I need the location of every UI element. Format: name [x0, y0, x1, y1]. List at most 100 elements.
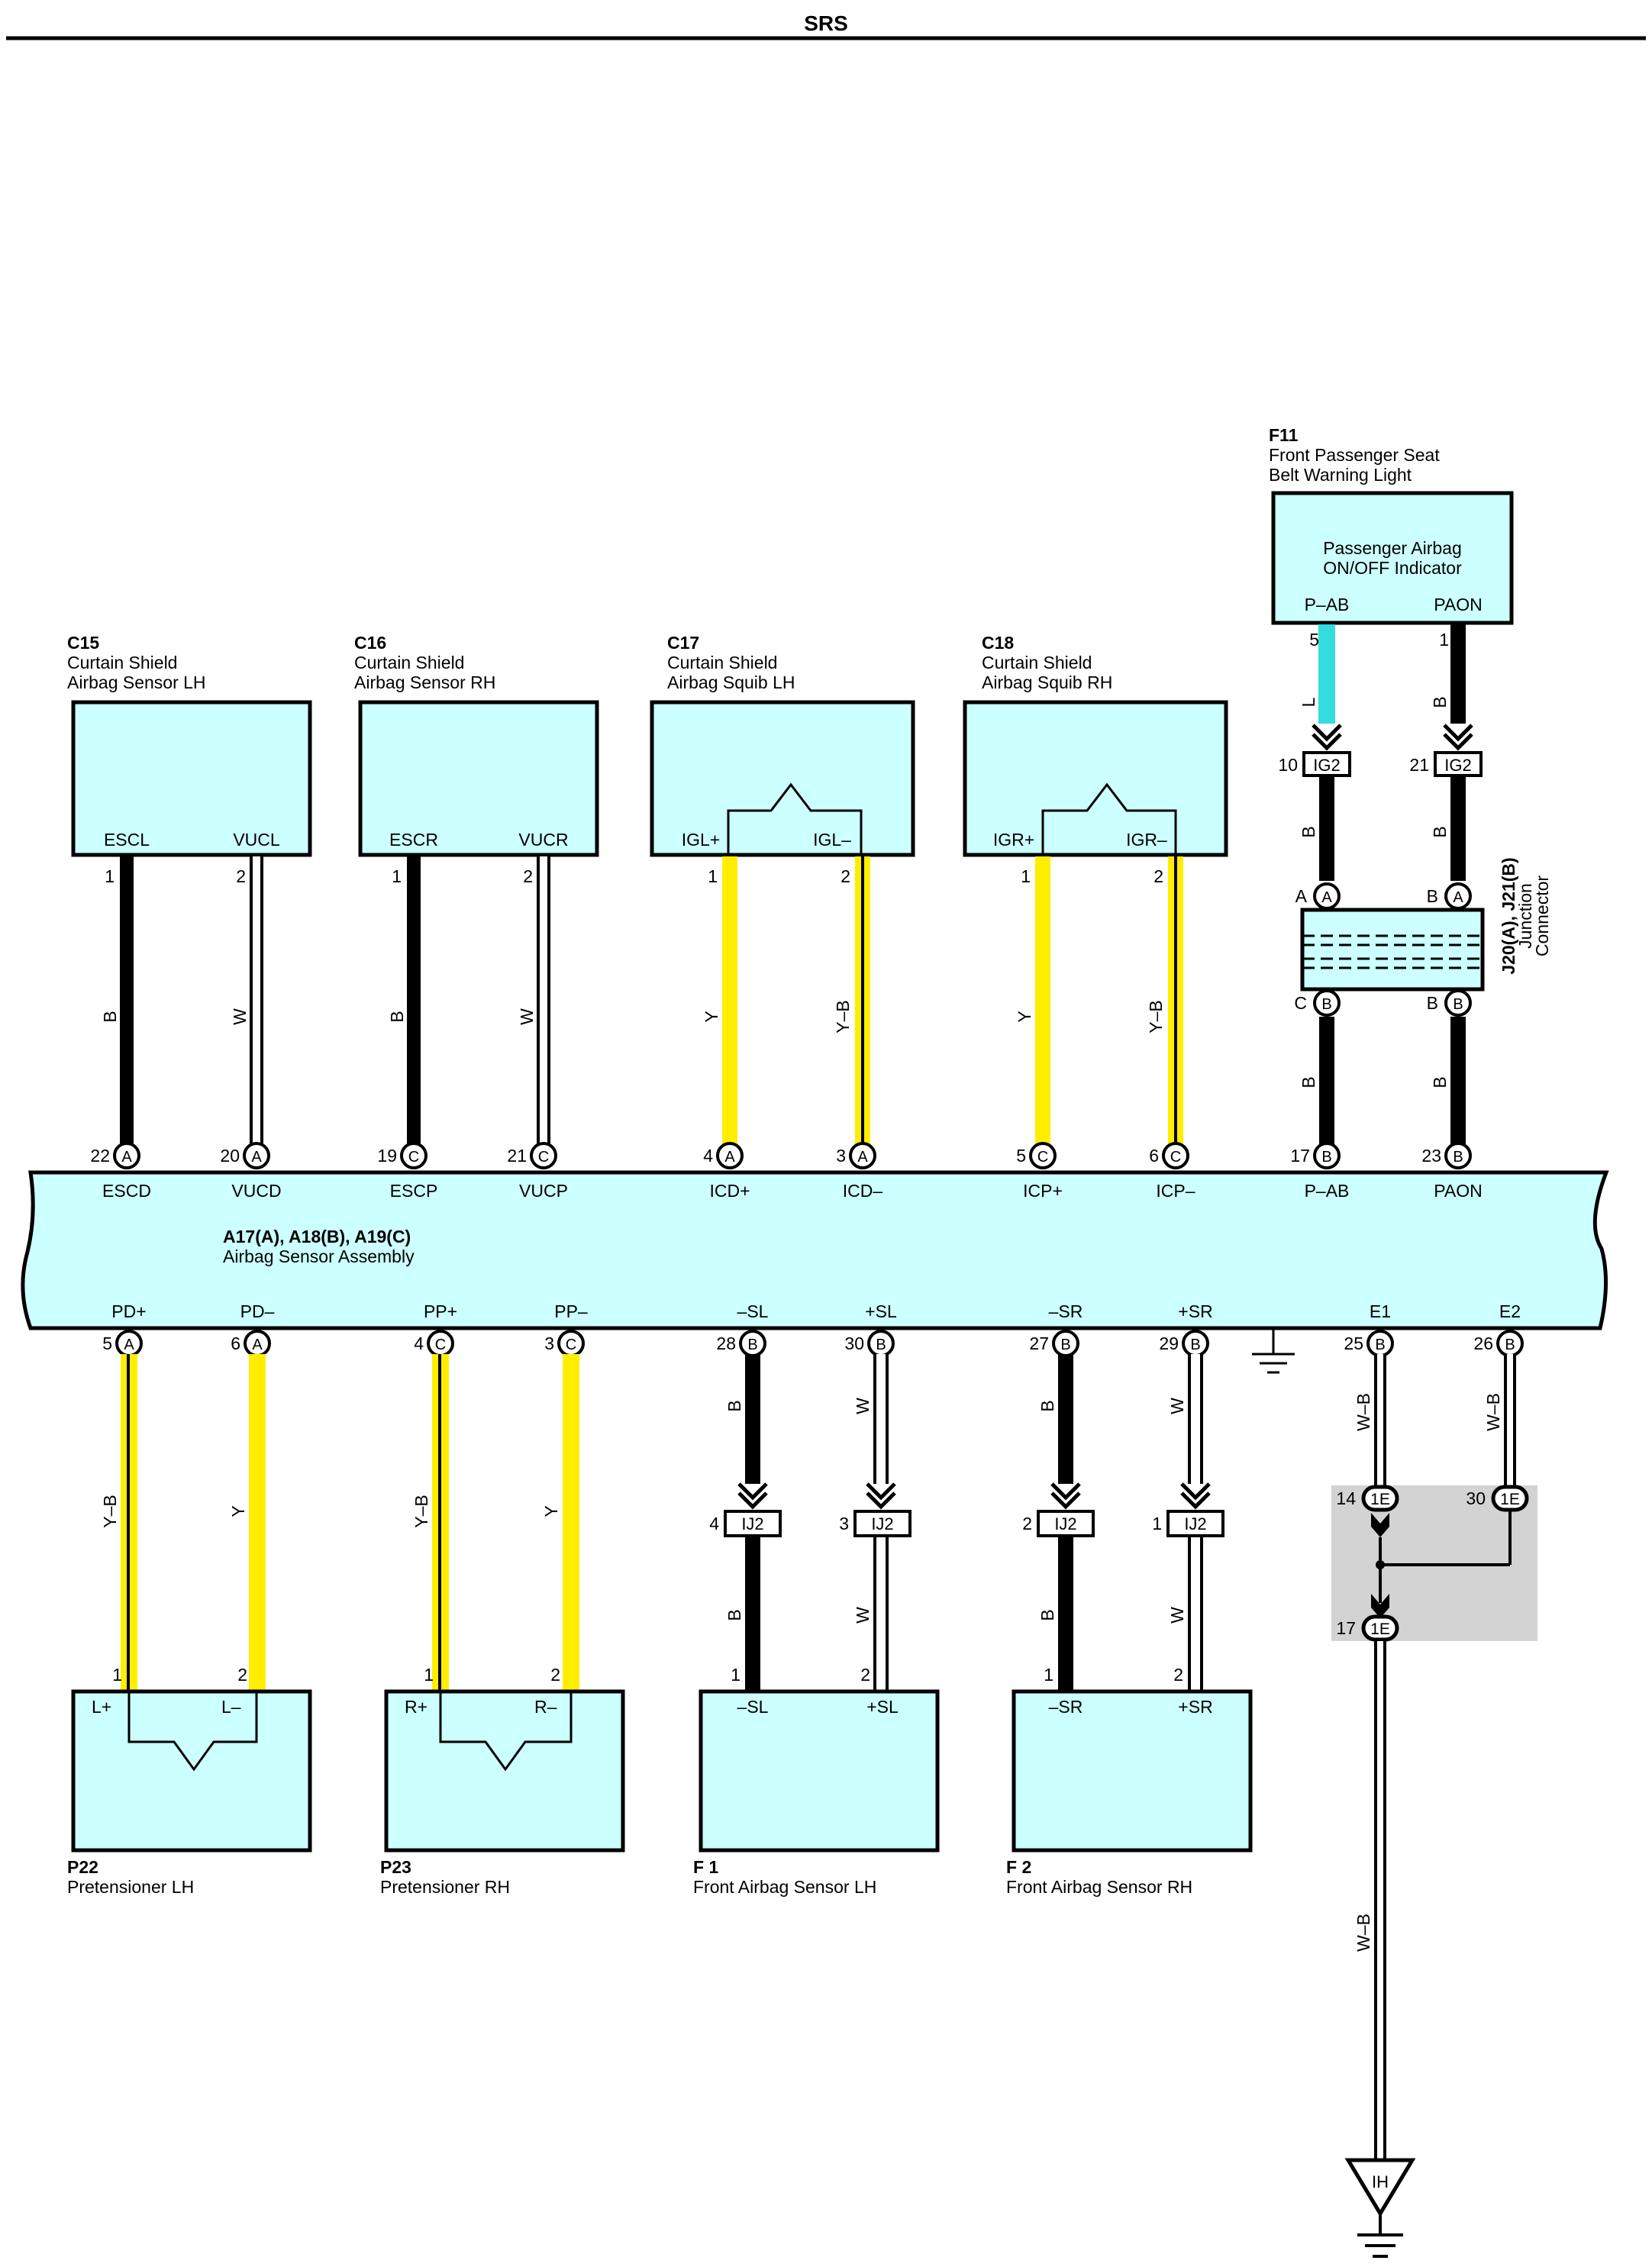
bottom-pin-num: 4	[414, 1333, 424, 1353]
top-pin-label: PAON	[1434, 1181, 1482, 1201]
top-pin-conn: B	[1321, 1149, 1331, 1166]
wirecolor-pp-minus: Y	[541, 1505, 561, 1517]
bottom-pin-label: +SR	[1178, 1301, 1212, 1321]
bottom-pin-label: +SL	[865, 1301, 897, 1321]
wirecolor-sl-plus-upper: W	[853, 1398, 873, 1414]
ij2-label-3: IJ2	[871, 1514, 893, 1533]
p22-box	[71, 1689, 312, 1853]
wire-c16-1	[407, 856, 421, 1162]
c16-terminal-1: ESCR	[389, 830, 438, 850]
p23-code: P23	[380, 1857, 411, 1877]
c15-pin-1: 1	[105, 866, 115, 886]
bottom-pin-conn: C	[435, 1337, 446, 1353]
top-pin-label: P–AB	[1305, 1181, 1350, 1201]
ig2-connector-10	[1302, 751, 1351, 777]
f1-name: Front Airbag Sensor LH	[693, 1877, 876, 1897]
wirecolor-c15-2: W	[230, 1008, 250, 1025]
p22-code: P22	[67, 1857, 98, 1877]
wirecolor-c17-2: Y–B	[833, 1000, 853, 1033]
wire-f11-1	[1450, 624, 1466, 724]
bottom-pin-num: 30	[844, 1333, 864, 1353]
assembly-code: A17(A), A18(B), A19(C)	[223, 1227, 411, 1246]
assembly-bottom-pins: A5PD+A6PD–C4PP+C3PP–B28–SLB30+SLB27–SRB2…	[102, 1301, 1524, 1357]
c16-line2: Airbag Sensor RH	[354, 672, 495, 692]
wire-c18-1	[1035, 856, 1050, 1162]
c15-line1: Curtain Shield	[67, 653, 177, 672]
c15-terminal-1: ESCL	[104, 830, 150, 850]
junction-label-3: Connector	[1532, 876, 1552, 956]
f1-terminal-2: +SL	[866, 1697, 899, 1717]
junction-box	[1300, 908, 1485, 992]
wirecolor-c15-1: B	[100, 1011, 120, 1022]
c17-squib-symbol	[727, 782, 863, 855]
splice-num-30: 30	[1466, 1488, 1486, 1508]
ig2-label-21: IG2	[1444, 756, 1471, 775]
component-c16: C16 Curtain Shield Airbag Sensor RH ESCR…	[354, 633, 599, 857]
c18-line2: Airbag Squib RH	[982, 672, 1112, 692]
p22-terminal-2: L–	[221, 1697, 241, 1717]
splice-label-17: 1E	[1370, 1620, 1390, 1638]
c17-terminal-2: IGL–	[813, 830, 851, 850]
bottom-pin-num: 28	[716, 1333, 736, 1353]
top-pin-num: 4	[703, 1146, 713, 1166]
bottom-pin-label: E1	[1370, 1301, 1391, 1321]
f1-pin-2: 2	[860, 1665, 870, 1685]
c17-pin-2: 2	[841, 866, 850, 886]
wire-ig2-10-down	[1319, 777, 1334, 881]
top-pin-conn: C	[1170, 1149, 1181, 1166]
c17-code: C17	[667, 633, 699, 653]
c17-line2: Airbag Squib LH	[667, 672, 795, 692]
wirecolor-c17-1: Y	[702, 1011, 721, 1022]
component-c17: C17 Curtain Shield Airbag Squib LH IGL+ …	[650, 633, 915, 857]
f2-pin-2: 2	[1173, 1665, 1183, 1685]
top-pin-label: ESCP	[390, 1181, 438, 1201]
c16-code: C16	[354, 633, 386, 653]
ij2-connector-3	[853, 1510, 912, 1537]
p23-pin-1: 1	[424, 1665, 434, 1685]
ig2-num-21: 21	[1409, 755, 1429, 775]
splice-num-14: 14	[1336, 1488, 1356, 1508]
bottom-pin-label: PP–	[554, 1301, 588, 1321]
ij2-num-3: 3	[839, 1514, 849, 1533]
c15-line2: Airbag Sensor LH	[67, 672, 206, 692]
wirecolor-sr-plus-lower: W	[1167, 1607, 1187, 1624]
f11-wires: 5 1 L B IG2 10 IG2 21 B B	[1278, 624, 1483, 881]
p22-terminal-1: L+	[92, 1697, 111, 1717]
p22-pin-1: 1	[112, 1665, 122, 1685]
f11-terminal-1: P–AB	[1305, 595, 1350, 614]
ij2-connector-2	[1037, 1510, 1095, 1537]
wirecolor-ground-run: W–B	[1354, 1914, 1373, 1952]
assembly-ground-icon	[1252, 1330, 1295, 1374]
splice-label-30: 1E	[1500, 1491, 1520, 1508]
ground-wiring: W–B W–B 1E 14 1E 30 1E 17 W–B IH	[1331, 1354, 1537, 2258]
wirecolor-junction-c: B	[1299, 1076, 1318, 1088]
p23-terminal-2: R–	[534, 1697, 557, 1717]
wirecolor-pd-plus: Y–B	[100, 1495, 120, 1527]
top-pin-label: ICD–	[843, 1181, 883, 1201]
junction-label-1: J20(A), J21(B)	[1499, 857, 1518, 974]
p23-pin-2: 2	[550, 1665, 560, 1685]
top-pin-conn: B	[1453, 1149, 1463, 1166]
top-pin-conn: A	[251, 1149, 262, 1166]
top-pin-marker	[849, 1142, 876, 1169]
component-p22: L+ L– 1 2 P22 Pretensioner LH	[67, 1665, 312, 1897]
c15-box	[71, 700, 312, 857]
junction-bottom-letter-b: B	[1427, 993, 1438, 1013]
f2-terminal-1: –SR	[1049, 1697, 1083, 1717]
top-pin-label: VUCP	[519, 1181, 568, 1201]
ig2-num-10: 10	[1278, 755, 1298, 775]
top-wires	[120, 856, 1183, 1162]
p22-name: Pretensioner LH	[67, 1877, 194, 1897]
bottom-pin-label: –SL	[737, 1301, 769, 1321]
top-pin-marker	[113, 1142, 140, 1169]
c17-terminal-1: IGL+	[682, 830, 721, 850]
ij2-label-4: IJ2	[741, 1514, 763, 1533]
bottom-pin-conn: B	[876, 1337, 886, 1353]
bottom-pin-num: 26	[1473, 1333, 1493, 1353]
